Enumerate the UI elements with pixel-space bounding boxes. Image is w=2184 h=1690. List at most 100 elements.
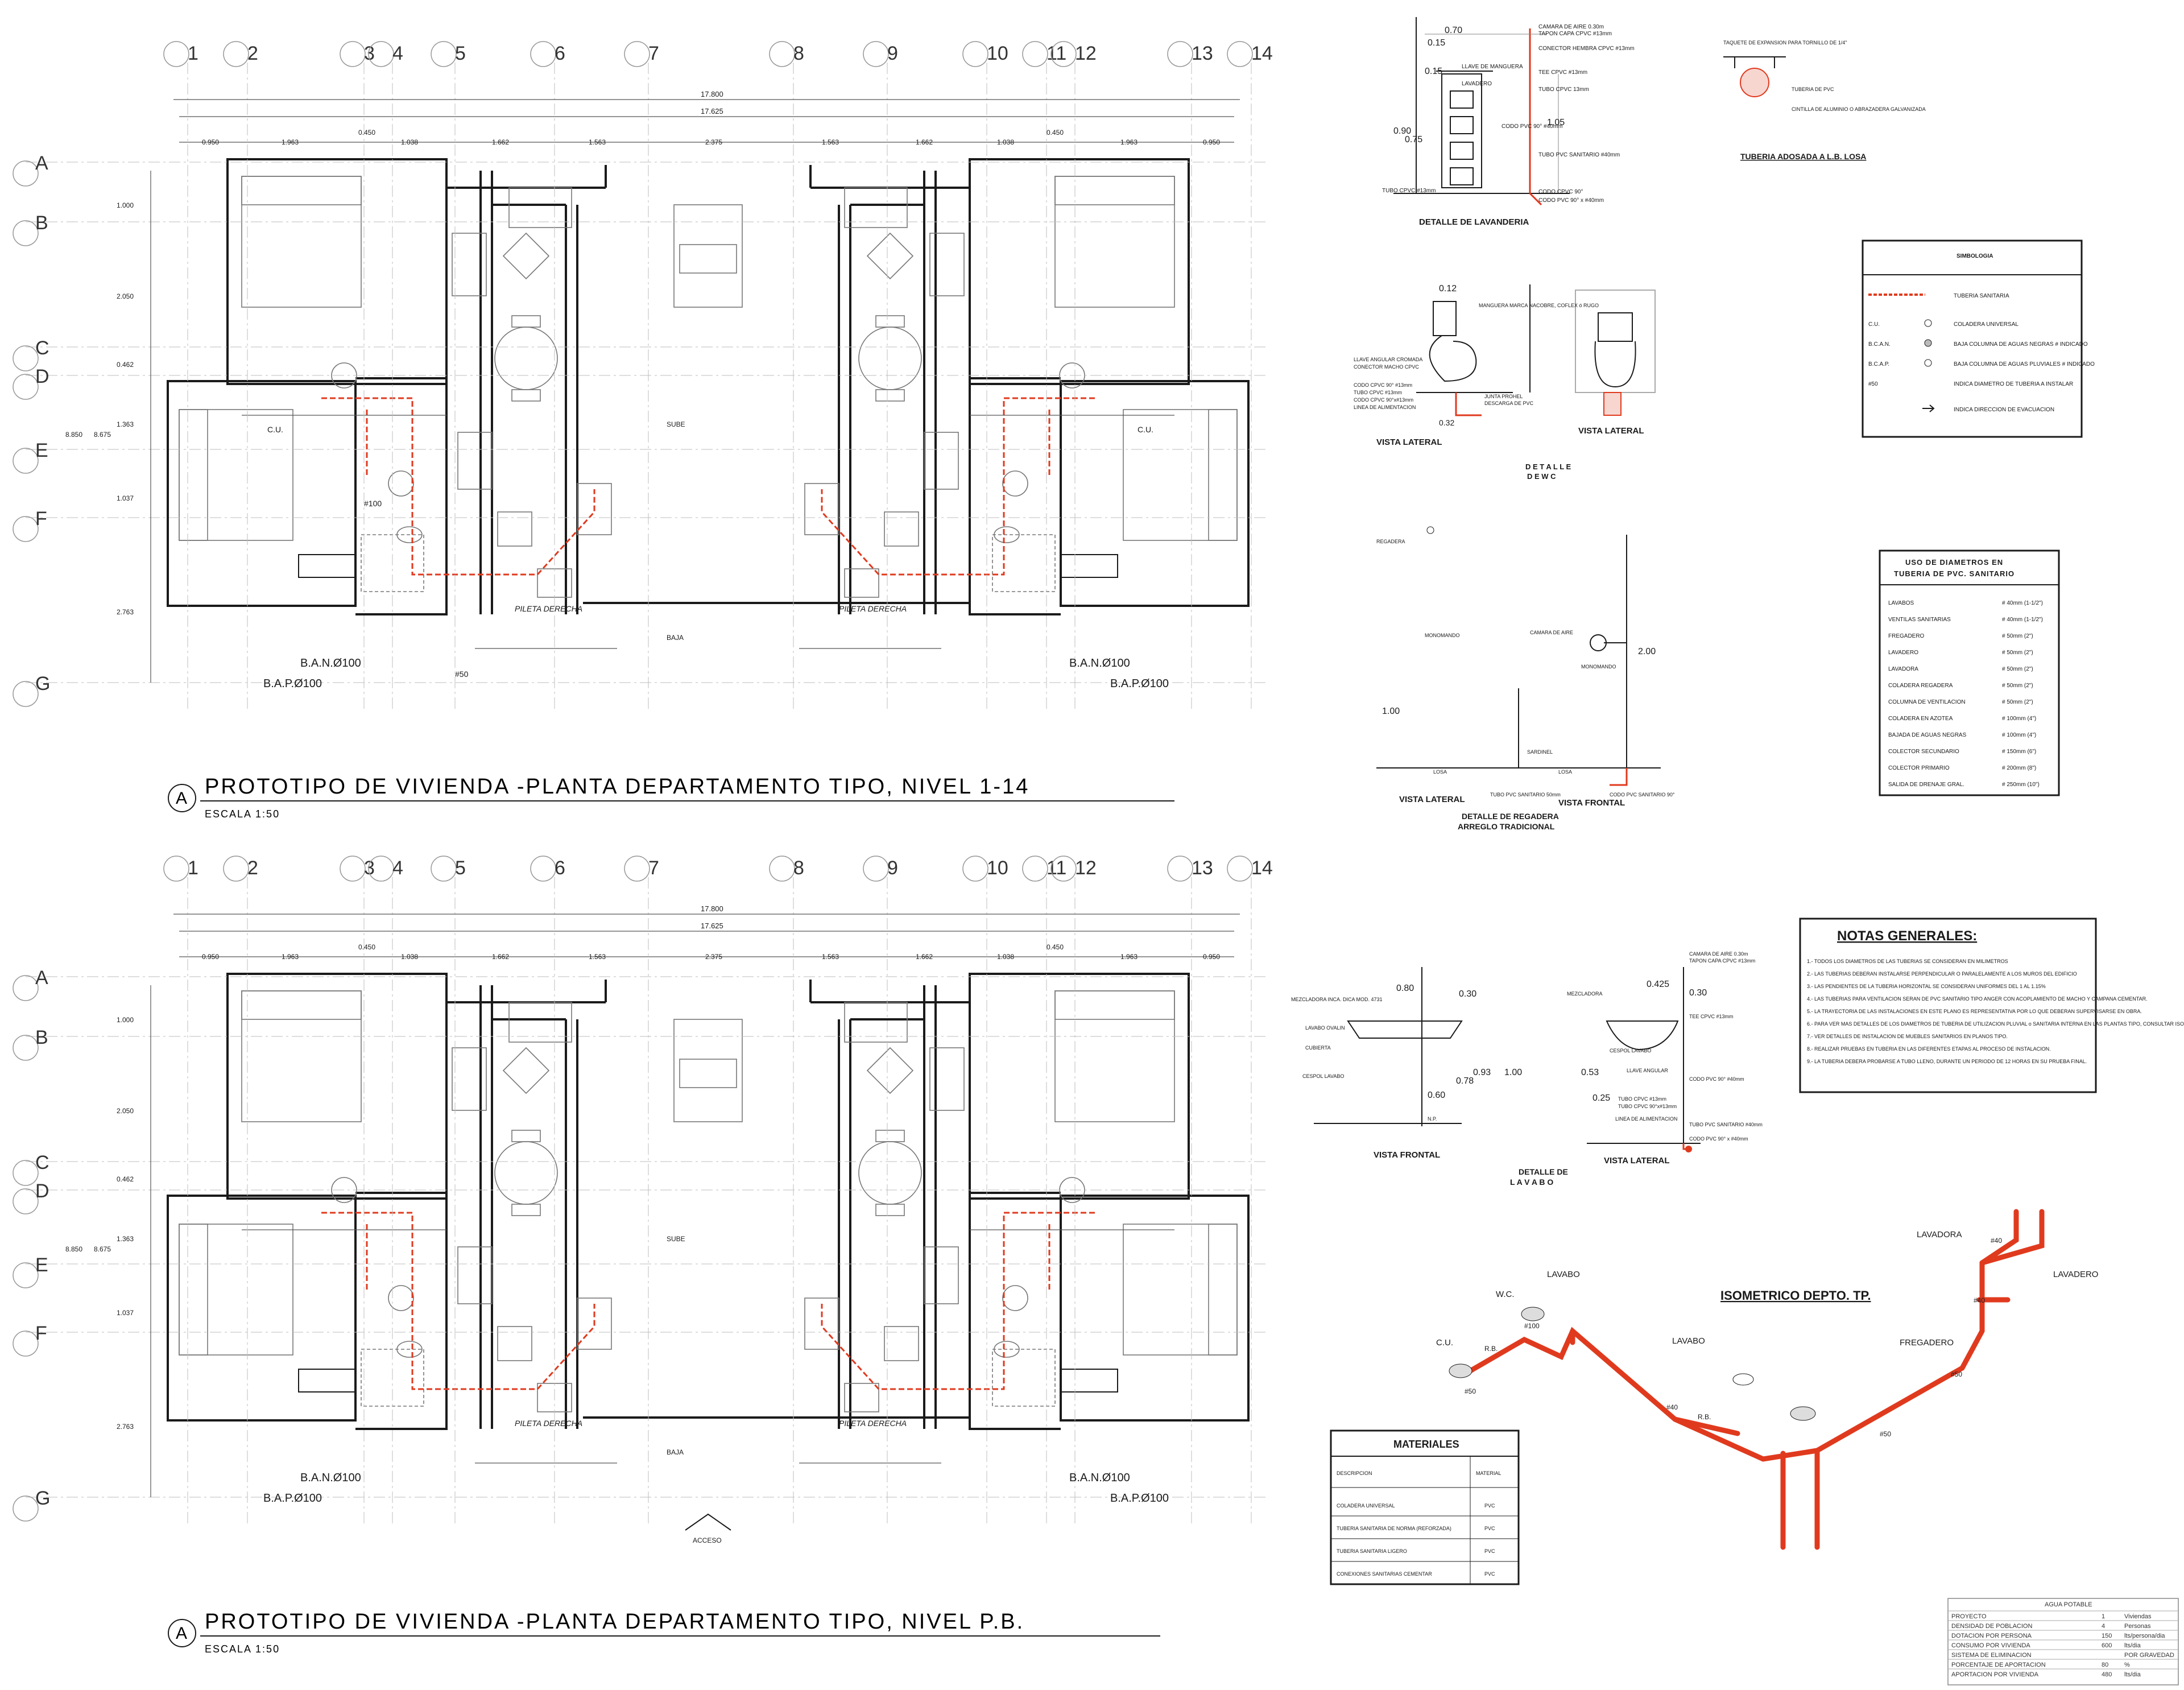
lav-label-7: CODO PVC 90° #40mm <box>1502 123 1562 130</box>
diam-size: # 40mm (1-1/2") <box>2002 617 2043 623</box>
dim-inner: 17.625 <box>701 922 723 930</box>
label-bap-right-2: B.A.P.Ø100 <box>1110 1492 1169 1505</box>
plan-bottom-labels: SUBE BAJA PILETA DERECHA PILETA DERECHA … <box>263 1235 1169 1544</box>
lbo-label-16: CODO PVC 90° x #40mm <box>1689 1136 1748 1142</box>
dim-segment: 1.963 <box>1120 138 1138 146</box>
label-sube-2: SUBE <box>667 1235 685 1243</box>
grid-col-label: 10 <box>987 43 1008 64</box>
sim-desc-1: COLADERA UNIVERSAL <box>1954 321 2018 328</box>
wc-dim-2: 0.32 <box>1439 418 1454 427</box>
grid-bubble-icon <box>863 856 889 882</box>
iso-d40: #40 <box>1666 1403 1678 1411</box>
grid-bubble-icon <box>163 856 189 882</box>
diam-title-1: TUBERIA DE PVC. SANITARIO <box>1894 569 2015 578</box>
sim-desc-2: BAJA COLUMNA DE AGUAS NEGRAS # INDICADO <box>1954 341 2088 348</box>
grid-bubble-icon <box>769 856 795 882</box>
sim-sym-1: C.U. <box>1868 321 1880 328</box>
sim-desc-0: TUBERIA SANITARIA <box>1954 293 2009 299</box>
grid-col-label: 6 <box>555 857 565 879</box>
agua-label: PROYECTO <box>1951 1613 1987 1620</box>
grid-row-label: D <box>35 1180 49 1202</box>
grid-row-label: D <box>35 366 49 387</box>
mat-material: PVC <box>1484 1548 1495 1554</box>
lbo-title-0: DETALLE DE <box>1519 1167 1568 1176</box>
label-bap-left-2: B.A.P.Ø100 <box>263 1492 322 1505</box>
sim-sym-3: B.C.A.P. <box>1868 361 1889 367</box>
grid-bubble-icon <box>13 374 39 400</box>
dim-vertical-inner: 8.675 <box>94 1245 111 1253</box>
grid-col-label: 4 <box>392 43 403 64</box>
grid-col-label: 4 <box>392 857 403 879</box>
lav-dim-1: 0.15 <box>1428 38 1445 48</box>
wc-label-0: MANGUERA MARCA NACOBRE, COFLEX ó RUGO <box>1479 303 1599 308</box>
reg-label-2: CAMARA DE AIRE <box>1530 630 1573 635</box>
grid-col-label: 5 <box>455 43 466 64</box>
grid-bubble-icon <box>13 220 39 246</box>
diam-size: # 40mm (1-1/2") <box>2002 600 2043 606</box>
lav-label-0: CAMARA DE AIRE 0.30m <box>1538 24 1604 30</box>
grid-col-label: 7 <box>648 43 659 64</box>
bcan-icon <box>1924 339 1932 347</box>
grid-col-label: 5 <box>455 857 466 879</box>
dim-segment: 1.038 <box>401 138 418 146</box>
grid-row-label: F <box>35 1323 47 1344</box>
diam-use: VENTILAS SANITARIAS <box>1888 617 1951 623</box>
reg-label-3: LOSA <box>1433 769 1447 775</box>
diam-size: # 50mm (2") <box>2002 683 2033 689</box>
nota-line: 2.- LAS TUBERIAS DEBERAN INSTALARSE PERP… <box>1807 971 2077 977</box>
dim-vertical: 2.050 <box>117 1107 134 1115</box>
grid-bubble-icon <box>1022 856 1048 882</box>
diametros-table: USO DE DIAMETROS EN TUBERIA DE PVC. SANI… <box>1879 549 2060 796</box>
lav-label-1: TAPON CAPA CPVC #13mm <box>1538 31 1612 37</box>
plan-title-top: A PROTOTIPO DE VIVIENDA -PLANTA DEPARTAM… <box>168 775 1174 820</box>
marker-letter-2: A <box>176 1624 187 1643</box>
notas-title: NOTAS GENERALES: <box>1837 928 1977 944</box>
lbo-label-9: CESPOL LAVABO <box>1610 1048 1651 1053</box>
iso-rb: R.B. <box>1484 1345 1498 1353</box>
lbo-dim-2: 0.78 <box>1456 1076 1474 1086</box>
grid-bubble-icon <box>13 1330 39 1357</box>
dim-vertical: 1.037 <box>117 494 134 502</box>
agua-unit: POR GRAVEDAD <box>2124 1652 2174 1659</box>
agua-unit: Personas <box>2124 1623 2151 1630</box>
plan-title-bottom: A PROTOTIPO DE VIVIENDA -PLANTA DEPARTAM… <box>168 1610 1160 1655</box>
agua-unit: Viviendas <box>2124 1613 2152 1620</box>
dim-segment: 0.450 <box>358 943 375 951</box>
grid-col-label: 7 <box>648 857 659 879</box>
agua-label: CONSUMO POR VIVIENDA <box>1951 1642 2030 1649</box>
nota-line: 1.- TODOS LOS DIAMETROS DE LAS TUBERIAS … <box>1807 958 2008 964</box>
label-baja-2: BAJA <box>667 1448 684 1456</box>
isometrico: ISOMETRICO DEPTO. TP. C.U. W.C. LAVABO L… <box>1436 1209 2098 1550</box>
diam-use: LAVABOS <box>1888 600 1914 606</box>
grid-bubble-icon <box>1227 41 1253 67</box>
grid-bubble-icon <box>1227 856 1253 882</box>
lbo-label-13: TUBO CPVC 90°x#13mm <box>1618 1104 1677 1109</box>
agua-unit: lts/persona/dia <box>2124 1633 2165 1639</box>
grid-col-label: 9 <box>887 857 898 879</box>
diam-size: # 100mm (4") <box>2002 732 2036 738</box>
plan-top-labels: SUBE BAJA PILETA DERECHA PILETA DERECHA … <box>263 420 1169 690</box>
agua-unit: lts/dia <box>2124 1671 2141 1678</box>
dim-segment: 2.375 <box>705 953 722 961</box>
lbo-label-2: CUBIERTA <box>1305 1045 1331 1051</box>
lav-label-2: CONECTOR HEMBRA CPVC #13mm <box>1538 46 1635 52</box>
diam-title-0: USO DE DIAMETROS EN <box>1905 558 2003 567</box>
lavabo-drain-icon-2 <box>1732 1373 1754 1386</box>
iso-d50-3: #50 <box>1880 1430 1891 1438</box>
dim-vertical: 1.363 <box>117 420 134 428</box>
lbo-label-10: LLAVE ANGULAR <box>1627 1068 1668 1073</box>
dim-vertical: 2.050 <box>117 292 134 300</box>
label-ban-left: B.A.N.Ø100 <box>300 657 361 670</box>
diam-use: FREGADERO <box>1888 633 1925 639</box>
wc-view-left: VISTA LATERAL <box>1376 437 1442 447</box>
detail-lavabo: MEZCLADORA INCA. DICA MOD. 4731 LAVABO O… <box>1291 951 1763 1187</box>
wc-dim-0: 0.12 <box>1439 284 1457 294</box>
dim-segment: 0.450 <box>1046 129 1064 137</box>
lbo-label-15: TUBO PVC SANITARIO #40mm <box>1689 1122 1763 1127</box>
grid-col-label: 11 <box>1046 43 1066 64</box>
grid-bubble-icon <box>223 856 249 882</box>
dim-segment: 1.038 <box>997 953 1014 961</box>
grid-bubble-icon <box>431 41 457 67</box>
nota-line: 3.- LAS PENDIENTES DE LA TUBERIA HORIZON… <box>1807 984 2046 989</box>
